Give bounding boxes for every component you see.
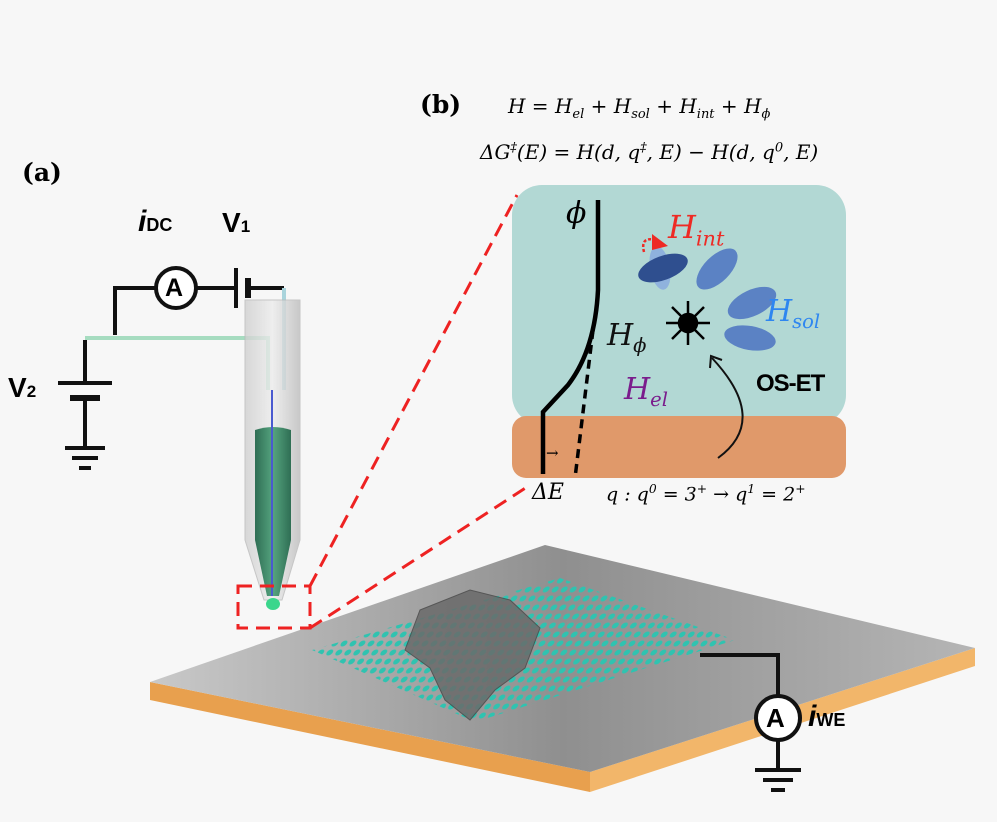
equation-term: ϕ bbox=[761, 107, 771, 122]
ammeter-we-label: A bbox=[766, 703, 785, 733]
equation-term: → q bbox=[707, 483, 748, 506]
equation-term: H bbox=[613, 94, 632, 118]
equation-term: int bbox=[695, 226, 725, 251]
solvent-molecules bbox=[638, 246, 777, 351]
equation-term: + bbox=[696, 482, 708, 496]
equation-term: sol bbox=[631, 107, 650, 122]
green-lead bbox=[85, 336, 270, 390]
v1-label: V1 bbox=[222, 207, 250, 239]
charge-transition: q : q0 = 3+ → q1 = 2+ bbox=[606, 482, 806, 505]
snowflake-icon bbox=[666, 301, 710, 345]
i-dc-sub: DC bbox=[146, 215, 173, 235]
rotation-arrowhead-icon bbox=[652, 234, 668, 250]
os-et-label: OS-ET bbox=[756, 370, 825, 397]
equation-term: ΔG bbox=[480, 140, 511, 164]
h-phi-label: Hϕ bbox=[607, 318, 646, 357]
equation-term: + bbox=[714, 94, 745, 118]
h-el-label: Hel bbox=[624, 372, 668, 411]
h-sol-label: Hsol bbox=[766, 294, 820, 333]
panel-b-label: (b) bbox=[420, 90, 462, 119]
i-dc-label: iDC bbox=[138, 205, 172, 239]
equation-term: = bbox=[525, 94, 555, 118]
shifted-potential bbox=[573, 329, 595, 479]
phi-label: ϕ bbox=[566, 196, 587, 231]
ammeter-we-circle bbox=[754, 694, 802, 742]
equation-term: = 2 bbox=[755, 483, 796, 506]
solvent-region bbox=[512, 185, 846, 425]
electrode-region bbox=[512, 416, 846, 478]
equation-term: H bbox=[554, 94, 573, 118]
equation-term: sol bbox=[792, 310, 821, 333]
equation-term: int bbox=[696, 107, 715, 122]
equation-term: q : q bbox=[606, 483, 649, 506]
zoom-indicator bbox=[236, 194, 531, 630]
equation-term: + bbox=[584, 94, 614, 118]
equation-term: (E) = H(d, q bbox=[516, 140, 641, 164]
equation-term: 0 bbox=[774, 140, 784, 156]
equation-term: + bbox=[649, 94, 680, 118]
v2-symbol: V bbox=[8, 372, 27, 403]
equation-term: el bbox=[572, 107, 585, 122]
activation-energy-equation: ΔG‡(E) = H(d, q‡, E) − H(d, q0, E) bbox=[480, 140, 818, 164]
equation-term: ϕ bbox=[633, 334, 647, 357]
equation-term: H bbox=[679, 94, 697, 118]
v2-sub: 2 bbox=[26, 382, 37, 401]
equation-term: H bbox=[744, 94, 762, 118]
h-int-label: Hint bbox=[668, 208, 724, 250]
equation-term: + bbox=[795, 482, 806, 496]
equation-term: , E) bbox=[783, 140, 819, 164]
equation-term: 0 bbox=[648, 482, 657, 496]
i-we-sub: WE bbox=[816, 710, 846, 730]
hamiltonian-equation: H = Hel + Hsol + Hint + Hϕ bbox=[508, 94, 770, 122]
os-et-arrow bbox=[711, 357, 744, 459]
v1-sub: 1 bbox=[240, 217, 251, 236]
equation-term: , E) − H(d, q bbox=[646, 140, 775, 164]
os-et-arrowhead-icon bbox=[709, 354, 723, 369]
circuit-wires bbox=[58, 268, 801, 792]
equation-term: H bbox=[607, 318, 634, 353]
ammeter-dc-circle bbox=[154, 266, 198, 310]
shift-arrow-icon: → bbox=[546, 444, 559, 462]
delta-e-label: ΔE bbox=[532, 480, 564, 505]
ammeter-dc-label: A bbox=[165, 274, 184, 302]
equation-term: ‡ bbox=[510, 140, 517, 156]
potential-profile bbox=[540, 200, 601, 474]
equation-term: H bbox=[508, 94, 526, 118]
i-dc-symbol: i bbox=[138, 205, 147, 238]
equation-term: ‡ bbox=[640, 140, 647, 156]
v1-symbol: V bbox=[222, 207, 241, 238]
equation-term: H bbox=[766, 294, 793, 329]
equation-term: 1 bbox=[747, 482, 756, 496]
i-we-symbol: i bbox=[808, 700, 817, 733]
equation-term: H bbox=[668, 208, 696, 246]
equation-term: el bbox=[650, 388, 668, 411]
panel-a-label: (a) bbox=[22, 158, 62, 187]
sample-flake bbox=[404, 589, 541, 721]
pipette bbox=[244, 299, 301, 610]
i-we-label: iWE bbox=[808, 700, 845, 734]
equation-term: H bbox=[624, 372, 651, 407]
v2-label: V2 bbox=[8, 372, 36, 404]
equation-term: = 3 bbox=[656, 483, 697, 506]
